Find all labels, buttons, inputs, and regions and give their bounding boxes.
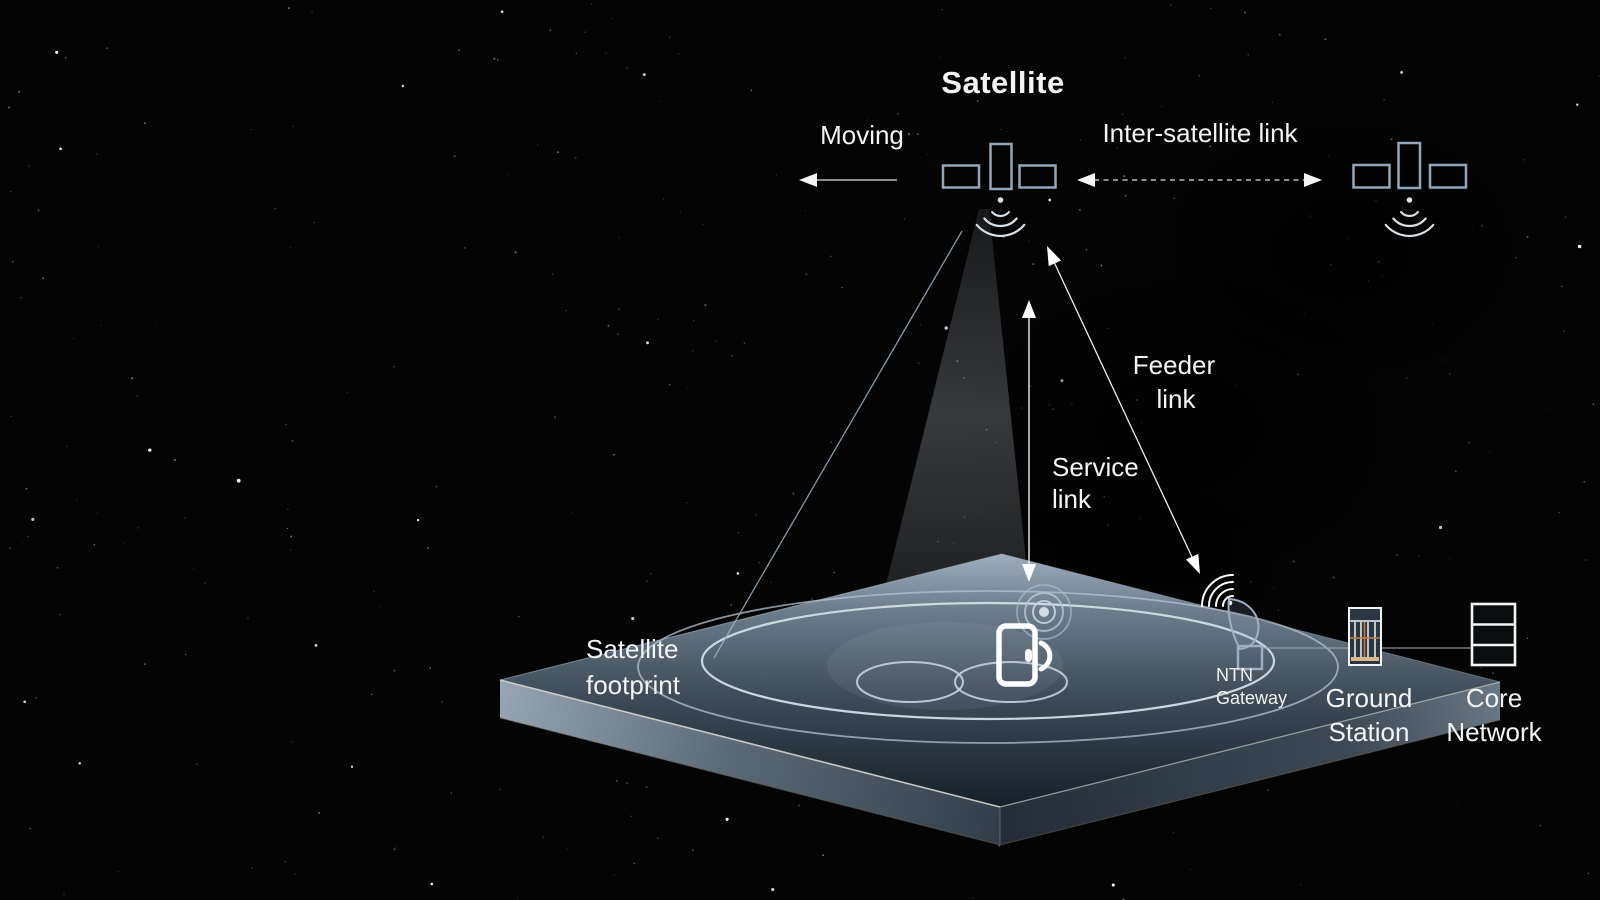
beam-footprint-ellipse-left [856, 661, 964, 703]
phone-sound-wave [1038, 640, 1053, 672]
svg-text:Service: Service [1052, 452, 1139, 482]
arrow-left-icon [799, 173, 817, 187]
ntn-gateway-label: NTN Gateway [1216, 665, 1287, 708]
arrow-down-right-icon [1185, 553, 1200, 574]
svg-text:Gateway: Gateway [1216, 688, 1287, 708]
dish-reflector [1227, 598, 1260, 650]
arrow-up-left-icon [1047, 246, 1062, 267]
feeder-link-label: Feeder link [1133, 350, 1216, 414]
arrow-left-icon [1077, 173, 1095, 187]
ground-station-label: Ground Station [1326, 683, 1413, 747]
service-link-label: Service link [1052, 452, 1139, 514]
svg-text:Ground: Ground [1326, 683, 1413, 713]
svg-text:Station: Station [1329, 717, 1410, 747]
svg-text:NTN: NTN [1216, 665, 1253, 685]
arrow-up-icon [1022, 300, 1036, 318]
satellite-2-icon [1352, 141, 1468, 190]
satellite-solar-panel-left [1352, 163, 1391, 189]
svg-text:Feeder: Feeder [1133, 350, 1216, 380]
core-network-icon [1470, 602, 1517, 667]
svg-text:footprint: footprint [586, 670, 681, 700]
ground-station-icon [1348, 607, 1382, 666]
moving-label: Moving [820, 120, 904, 150]
satellite-body [989, 142, 1013, 191]
gateway-base [1236, 644, 1264, 671]
service-link-arrow [1022, 300, 1036, 582]
satellite-title: Satellite [941, 65, 1064, 100]
svg-text:Network: Network [1446, 717, 1542, 747]
feeder-link-arrow [1047, 246, 1200, 574]
svg-text:link: link [1052, 484, 1092, 514]
core-network-label: Core Network [1446, 683, 1542, 747]
beam-cone-edge-line [713, 230, 963, 659]
beam-footprint-ellipse-right [954, 661, 1068, 703]
arrow-right-icon [1304, 173, 1322, 187]
inter-satellite-link-arrow [1077, 173, 1322, 187]
satellite-solar-panel-right [1428, 163, 1468, 189]
svg-text:Core: Core [1466, 683, 1522, 713]
satellite-footprint-ellipse [700, 601, 1276, 721]
satellite-icon [941, 142, 1057, 191]
gateway-dish-antenna-icon [1201, 574, 1264, 671]
svg-text:link: link [1156, 384, 1196, 414]
outer-footprint-ellipse [637, 590, 1339, 744]
signal-waves-2-icon [1384, 197, 1435, 238]
beam-spot-icon [1016, 584, 1072, 640]
satellite-footprint-label: Satellite footprint [586, 634, 681, 700]
gateway-signal-waves-icon [1201, 574, 1234, 607]
arrow-down-icon [1022, 564, 1036, 582]
svg-text:Satellite: Satellite [586, 634, 679, 664]
moving-arrow [799, 173, 897, 187]
inter-satellite-link-label: Inter-satellite link [1102, 118, 1298, 148]
platform-right-side [1000, 682, 1500, 845]
satellite-solar-panel-right [1018, 164, 1057, 189]
platform-left-side [500, 680, 1000, 845]
satellite-body [1397, 141, 1422, 190]
satellite-solar-panel-left [941, 164, 981, 189]
phone-icon [996, 623, 1053, 687]
